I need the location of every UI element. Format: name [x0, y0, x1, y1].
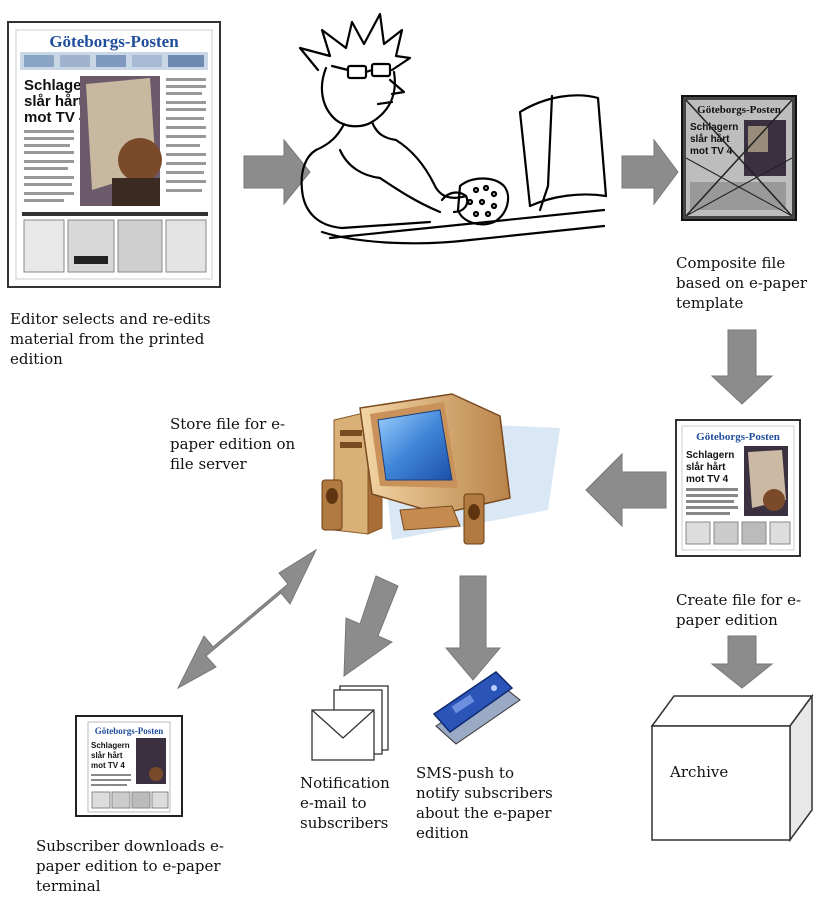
- composite-headline-3: mot TV 4: [690, 146, 733, 157]
- caption-composite: Composite file based on e-paper template: [676, 254, 808, 312]
- arrow-to-sms: [444, 575, 502, 681]
- arrow-down-to-create: [710, 329, 774, 405]
- newspaper-headline-2: slår hårt: [24, 93, 83, 110]
- newspaper-headline-1: Schlagern: [24, 77, 97, 94]
- composite-headline-2: slår hårt: [690, 133, 730, 145]
- archive-box: [650, 693, 814, 843]
- newspaper-headline-3: mot TV 4: [24, 109, 88, 126]
- e-paper-file-thumbnail: Göteborgs-Posten Schlagern slår hårt mot…: [675, 419, 801, 557]
- caption-create: Create file for e- paper edition: [676, 591, 802, 629]
- sms-phone-icon: [432, 671, 521, 745]
- arrow-to-editor: [243, 138, 311, 206]
- printed-newspaper: Göteborgs-Posten Schlagern slår hårt mot…: [7, 21, 221, 288]
- e-paper-headline-1: Schlagern: [686, 450, 734, 461]
- arrow-to-composite: [621, 138, 679, 206]
- terminal-headline-3: mot TV 4: [91, 761, 125, 770]
- e-paper-terminal: Göteborgs-Posten Schlagern slår hårt mot…: [75, 715, 183, 817]
- editor-illustration: [298, 12, 608, 245]
- newspaper-masthead: Göteborgs-Posten: [49, 32, 179, 51]
- email-envelope-icon: [311, 685, 389, 761]
- arrow-to-server: [585, 452, 667, 528]
- arrow-to-email: [343, 575, 399, 677]
- caption-editor: Editor selects and re-edits material fro…: [10, 310, 211, 368]
- file-server-computer: [321, 393, 560, 545]
- composite-masthead: Göteborgs-Posten: [697, 104, 781, 116]
- terminal-headline-2: slår hårt: [91, 751, 123, 760]
- arrow-down-to-archive: [710, 635, 774, 689]
- e-paper-headline-2: slår hårt: [686, 461, 726, 473]
- terminal-masthead: Göteborgs-Posten: [95, 726, 164, 736]
- e-paper-masthead: Göteborgs-Posten: [696, 431, 780, 443]
- composite-file-thumbnail: Göteborgs-Posten Schlagern slår hårt mot…: [681, 95, 797, 221]
- caption-sms: SMS-push to notify subscribers about the…: [416, 764, 553, 842]
- arrow-server-terminal: [176, 548, 318, 690]
- terminal-headline-1: Schlagern: [91, 741, 130, 750]
- e-paper-headline-3: mot TV 4: [686, 474, 729, 485]
- caption-archive: Archive: [670, 763, 729, 781]
- caption-notification: Notification e-mail to subscribers: [300, 774, 390, 832]
- caption-subscriber: Subscriber downloads e- paper edition to…: [36, 837, 224, 895]
- composite-headline-1: Schlagern: [690, 122, 738, 133]
- caption-store: Store file for e- paper edition on file …: [170, 415, 296, 473]
